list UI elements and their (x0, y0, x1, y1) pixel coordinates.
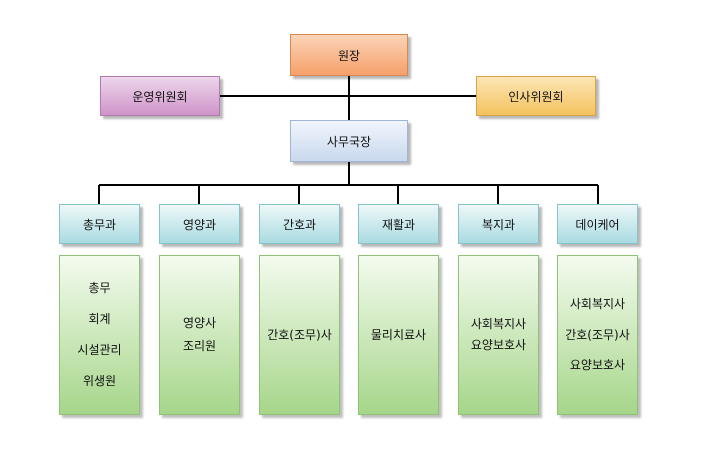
secretary-general-box: 사무국장 (290, 120, 408, 162)
operations-committee-box: 운영위원회 (100, 76, 220, 116)
dept-box-nutrition: 영양과 (159, 204, 240, 244)
hr-committee-label: 인사위원회 (508, 89, 564, 104)
dept-label: 영양과 (182, 217, 217, 232)
staff-item: 간호(조무)사 (565, 327, 630, 342)
staff-box-welfare: 사회복지사 요양보호사 (458, 255, 539, 415)
dept-label: 복지과 (481, 217, 516, 232)
dept-label: 간호과 (282, 217, 317, 232)
staff-box-general-affairs: 총무 회계 시설관리 위생원 (59, 255, 140, 415)
dept-label: 총무과 (82, 217, 117, 232)
staff-item: 물리치료사 (370, 327, 427, 342)
dept-label: 데이케어 (575, 217, 620, 232)
staff-item: 회계 (88, 312, 111, 327)
staff-item: 총무 (88, 281, 111, 296)
dept-box-rehabilitation: 재활과 (358, 204, 439, 244)
staff-item: 위생원 (82, 373, 117, 388)
staff-item: 영양사 (182, 316, 217, 331)
hr-committee-box: 인사위원회 (476, 76, 596, 116)
staff-item: 사회복지사 (569, 296, 626, 311)
staff-item: 조리원 (182, 339, 217, 353)
operations-committee-label: 운영위원회 (132, 89, 188, 104)
dept-box-general-affairs: 총무과 (59, 204, 140, 244)
director-box: 원장 (290, 34, 408, 76)
staff-item: 요양보호사 (470, 338, 527, 352)
dept-box-daycare: 데이케어 (557, 204, 638, 244)
director-label: 원장 (337, 48, 361, 63)
staff-box-nutrition: 영양사 조리원 (159, 255, 240, 415)
staff-box-rehabilitation: 물리치료사 (358, 255, 439, 415)
staff-box-daycare: 사회복지사 간호(조무)사 요양보호사 (557, 255, 638, 415)
dept-label: 재활과 (381, 217, 416, 232)
secretary-general-label: 사무국장 (326, 134, 372, 149)
staff-item: 요양보호사 (569, 358, 626, 373)
staff-item: 간호(조무)사 (267, 327, 332, 342)
staff-item: 사회복지사 (470, 317, 527, 332)
dept-box-welfare: 복지과 (458, 204, 539, 244)
dept-box-nursing: 간호과 (259, 204, 340, 244)
staff-item: 시설관리 (77, 343, 122, 357)
staff-box-nursing: 간호(조무)사 (259, 255, 340, 415)
